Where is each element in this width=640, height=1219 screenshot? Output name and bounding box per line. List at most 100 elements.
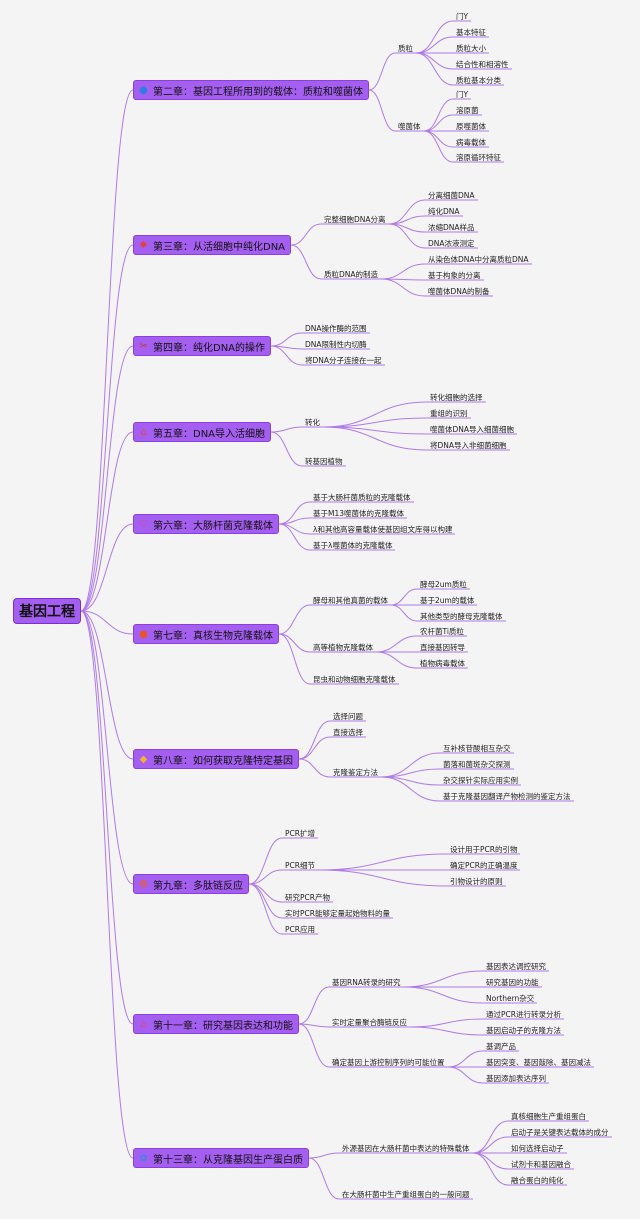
subtopic-label[interactable]: 引物设计的原则	[450, 877, 503, 886]
subtopic-label[interactable]: 融合蛋白的纯化	[511, 1176, 564, 1185]
chapter-node[interactable]: ⌂第十一章：研究基因表达和功能	[133, 1014, 299, 1034]
subtopic-label[interactable]: 植物病毒载体	[420, 659, 465, 668]
subtopic-label[interactable]: 浓缩DNA样品	[428, 223, 475, 232]
topic-label[interactable]: 确定基因上游控制序列的可能位置	[332, 1058, 445, 1067]
chapter-node[interactable]: ●第二章：基因工程所用到的载体：质粒和噬菌体	[133, 80, 369, 100]
subtopic-label[interactable]: 确定PCR的正确温度	[450, 861, 518, 870]
subtopic-label[interactable]: 基因突变、基因敲除、基因减法	[486, 1058, 591, 1067]
subtopic-label[interactable]: 基于构象的分离	[428, 271, 481, 280]
root-node[interactable]: 基因工程	[13, 598, 81, 624]
subtopic-label[interactable]: 结合性和相溶性	[456, 60, 509, 69]
branch-connector	[308, 1157, 340, 1200]
subtopic-label[interactable]: 基于克隆基因翻译产物检测的鉴定方法	[443, 792, 571, 801]
topic-label[interactable]: 克隆鉴定方法	[333, 768, 378, 777]
subtopic-label[interactable]: 通过PCR进行转录分析	[486, 1010, 561, 1019]
subtopic-label[interactable]: 溶原循环特征	[456, 153, 501, 162]
chapter-node[interactable]: ●第七章：真核生物克隆载体	[133, 624, 279, 644]
branch-connector	[278, 523, 311, 535]
subtopic-label[interactable]: 其他类型的酵母克隆载体	[420, 612, 503, 621]
subtopic-label[interactable]: 直接基因转导	[420, 643, 465, 652]
topic-label[interactable]: 完整细胞DNA分离	[324, 215, 386, 224]
topic-label[interactable]: 基因RNA转录的研究	[332, 978, 401, 987]
subtopic-label[interactable]: 酵母2um质粒	[420, 580, 467, 589]
subtopic-label[interactable]: 从染色体DNA中分离质粒DNA	[428, 255, 529, 264]
subtopic-label[interactable]: 菌落和菌斑杂交探测	[443, 760, 511, 769]
subtopic-label[interactable]: 如何选择启动子	[511, 1144, 564, 1153]
subtopic-label[interactable]: 互补核苷酸相互杂交	[443, 744, 511, 753]
topic-label[interactable]: 转化	[305, 418, 320, 427]
subtopic-label[interactable]: 分离细菌DNA	[428, 191, 475, 200]
subtopic-label[interactable]: 设计用于PCR的引物	[450, 845, 518, 854]
subtopic-label[interactable]: 基于2um的载体	[420, 596, 475, 605]
topic-label[interactable]: 直接选择	[333, 728, 363, 737]
topic-label[interactable]: 高等植物克隆载体	[313, 643, 373, 652]
topic-label[interactable]: 基于大肠杆菌质粒的克隆载体	[313, 493, 411, 502]
topic-label[interactable]: 昆虫和动物细胞克隆载体	[313, 675, 396, 684]
topic-label[interactable]: 酵母和其他真菌的载体	[313, 596, 388, 605]
topic-label[interactable]: 在大肠杆菌中生产重组蛋白的一般问题	[342, 1190, 470, 1199]
subtopic-label[interactable]: 将DNA导入非细菌细胞	[430, 441, 507, 450]
chapter-node[interactable]: ◆第八章：如何获取克隆特定基因	[133, 749, 299, 769]
subtopic-label[interactable]: 质粒基本分类	[456, 76, 501, 85]
topic-label[interactable]: 将DNA分子连接在一起	[305, 356, 382, 365]
topic-label[interactable]: 基于λ噬菌体的克隆载体	[313, 541, 393, 550]
subtopic-label[interactable]: 噬菌体DNA的制备	[428, 287, 490, 296]
topic-label[interactable]: DNA限制性内切酶	[305, 340, 367, 349]
topic-label[interactable]: PCR应用	[285, 925, 315, 934]
subtopic-label[interactable]: 试剂卡和基因融合	[511, 1160, 571, 1169]
topic-label[interactable]: PCR细节	[285, 861, 315, 870]
red-star-icon: ✸	[139, 239, 148, 251]
topic-label[interactable]: 转基因植物	[305, 457, 343, 466]
topic-label[interactable]: 实时定量聚合酶链反应	[332, 1018, 407, 1027]
subtopic-label[interactable]: 基因启动子的克隆方法	[486, 1026, 561, 1035]
subtopic-label[interactable]: 基因表达调控研究	[486, 962, 546, 971]
subtopic-label[interactable]: 噬菌体DNA导入细菌细胞	[430, 425, 515, 434]
topic-label[interactable]: 噬菌体	[398, 122, 421, 131]
subtopic-label[interactable]: 基调产品	[486, 1042, 516, 1051]
chapter-node[interactable]: ✿第十三章：从克隆基因生产蛋白质	[133, 1148, 309, 1168]
subtopic-label[interactable]: 杂交探针实际应用实例	[443, 776, 518, 785]
chapter-node[interactable]: ✿第九章：多肽链反应	[133, 874, 249, 894]
subtopic-label[interactable]: Northern杂交	[486, 994, 535, 1003]
topic-label[interactable]: 外源基因在大肠杆菌中表达的特殊载体	[342, 1144, 470, 1153]
subtopic-label[interactable]: 门Y	[456, 12, 469, 21]
leaf-connector	[423, 98, 454, 132]
subtopic-label[interactable]: 真核细胞生产重组蛋白	[511, 1112, 586, 1121]
topic-label[interactable]: 质粒DNA的制造	[324, 270, 379, 279]
subtopic-label[interactable]: 启动子是关键表达载体的成分	[511, 1128, 609, 1137]
chapter-node[interactable]: ✂第四章：纯化DNA的操作	[133, 336, 272, 356]
subtopic-label[interactable]: 转化细胞的选择	[430, 393, 483, 402]
topic-label[interactable]: 实时PCR能够定量起始物料的量	[285, 909, 390, 918]
subtopic-label[interactable]: DNA浓液测定	[428, 239, 475, 248]
topic-label[interactable]: 研究PCR产物	[285, 893, 330, 902]
subtopic-label[interactable]: 门Y	[456, 90, 469, 99]
diamond-icon: ◆	[139, 753, 148, 765]
topic-label[interactable]: 基于M13噬菌体的克隆载体	[313, 509, 405, 518]
topic-label[interactable]: PCR扩增	[285, 829, 315, 838]
subtopic-label[interactable]: 原噬菌体	[456, 122, 486, 131]
leaf-connector	[415, 20, 454, 54]
leaf-connector	[447, 1066, 484, 1084]
chapter-node[interactable]: ♡第六章：大肠杆菌克隆载体	[133, 514, 279, 534]
subtopic-label[interactable]: 质粒大小	[456, 44, 486, 53]
subtopic-label[interactable]: 基因添加表达序列	[486, 1074, 546, 1083]
chapter-node[interactable]: ✸第三章：从活细胞中纯化DNA	[133, 235, 292, 255]
chapter-label: 第五章：DNA导入活细胞	[153, 428, 266, 440]
subtopic-label[interactable]: 纯化DNA	[428, 207, 460, 216]
subtopic-label[interactable]: 溶原菌	[456, 106, 479, 115]
leaf-connector	[380, 263, 426, 280]
subtopic-label[interactable]: 重组的识别	[430, 409, 468, 418]
topic-label[interactable]: 选择问题	[333, 712, 363, 721]
subtopic-label[interactable]: 农杆菌Ti质粒	[420, 627, 464, 636]
branch-connector	[248, 883, 283, 935]
chapter-node[interactable]: ⌂第五章：DNA导入活细胞	[133, 422, 272, 442]
subtopic-label[interactable]: 研究基因的功能	[486, 978, 539, 987]
topic-label[interactable]: DNA操作酶的范围	[305, 324, 367, 333]
subtopic-label[interactable]: 基本特征	[456, 28, 486, 37]
topic-label[interactable]: λ和其他高容量载体使基因组文库得以构建	[313, 525, 453, 534]
leaf-connector	[388, 223, 426, 249]
topic-label[interactable]: 质粒	[398, 44, 413, 53]
subtopic-label[interactable]: 病毒载体	[456, 138, 486, 147]
